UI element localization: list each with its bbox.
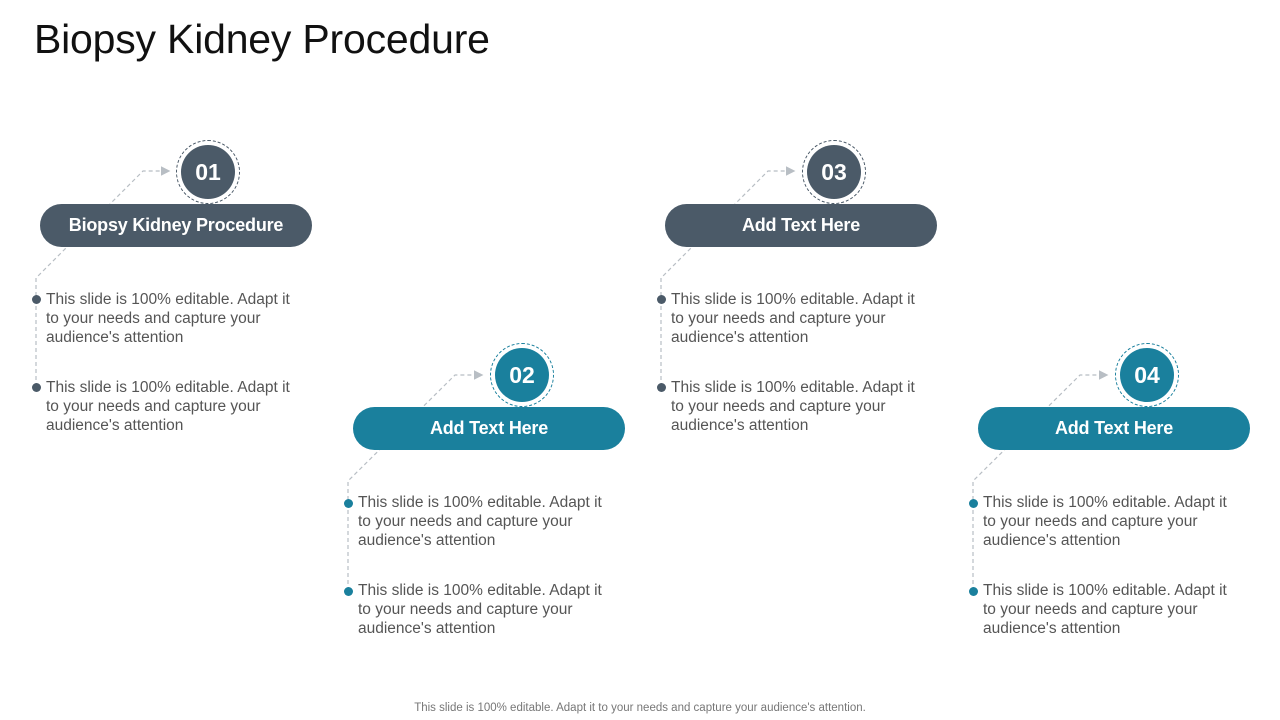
step-title-pill: Biopsy Kidney Procedure	[40, 204, 312, 247]
bullet-text: This slide is 100% editable. Adapt it to…	[983, 494, 1227, 549]
bullet-text: This slide is 100% editable. Adapt it to…	[358, 494, 602, 549]
step-title-pill: Add Text Here	[665, 204, 937, 247]
bullet-dot	[32, 295, 41, 304]
bullet-text: This slide is 100% editable. Adapt it to…	[46, 291, 290, 346]
step-number-badge: 01	[181, 145, 235, 199]
step-title-pill: Add Text Here	[978, 407, 1250, 450]
bullet-dot	[969, 499, 978, 508]
bullet-dot	[344, 499, 353, 508]
footer-note: This slide is 100% editable. Adapt it to…	[414, 702, 866, 714]
bullet-dot	[344, 587, 353, 596]
bullet-text: This slide is 100% editable. Adapt it to…	[983, 582, 1227, 637]
bullet-dot	[657, 383, 666, 392]
bullet-dot	[969, 587, 978, 596]
bullet-dot	[32, 383, 41, 392]
page-title: Biopsy Kidney Procedure	[34, 16, 490, 62]
step-number-badge: 02	[495, 348, 549, 402]
bullet-dot	[657, 295, 666, 304]
step-title-pill: Add Text Here	[353, 407, 625, 450]
step-number-badge: 04	[1120, 348, 1174, 402]
bullet-text: This slide is 100% editable. Adapt it to…	[671, 291, 915, 346]
step-number-badge: 03	[807, 145, 861, 199]
bullet-text: This slide is 100% editable. Adapt it to…	[671, 379, 915, 434]
bullet-text: This slide is 100% editable. Adapt it to…	[358, 582, 602, 637]
bullet-text: This slide is 100% editable. Adapt it to…	[46, 379, 290, 434]
